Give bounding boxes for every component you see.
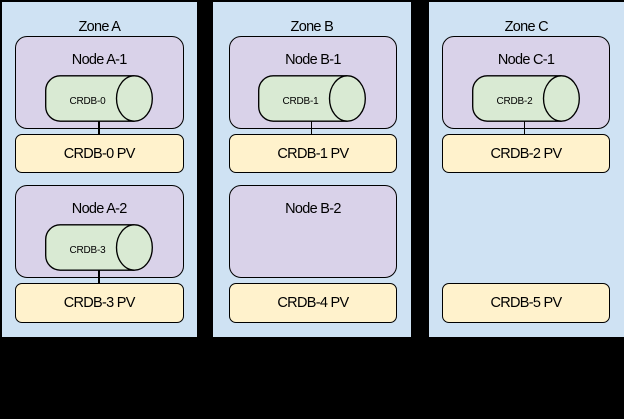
svg-text:CRDB-3: CRDB-3 — [70, 244, 107, 255]
svg-text:CRDB-2: CRDB-2 — [496, 96, 533, 107]
svg-text:CRDB-1: CRDB-1 — [283, 96, 320, 107]
svg-text:CRDB-0: CRDB-0 — [70, 96, 107, 107]
